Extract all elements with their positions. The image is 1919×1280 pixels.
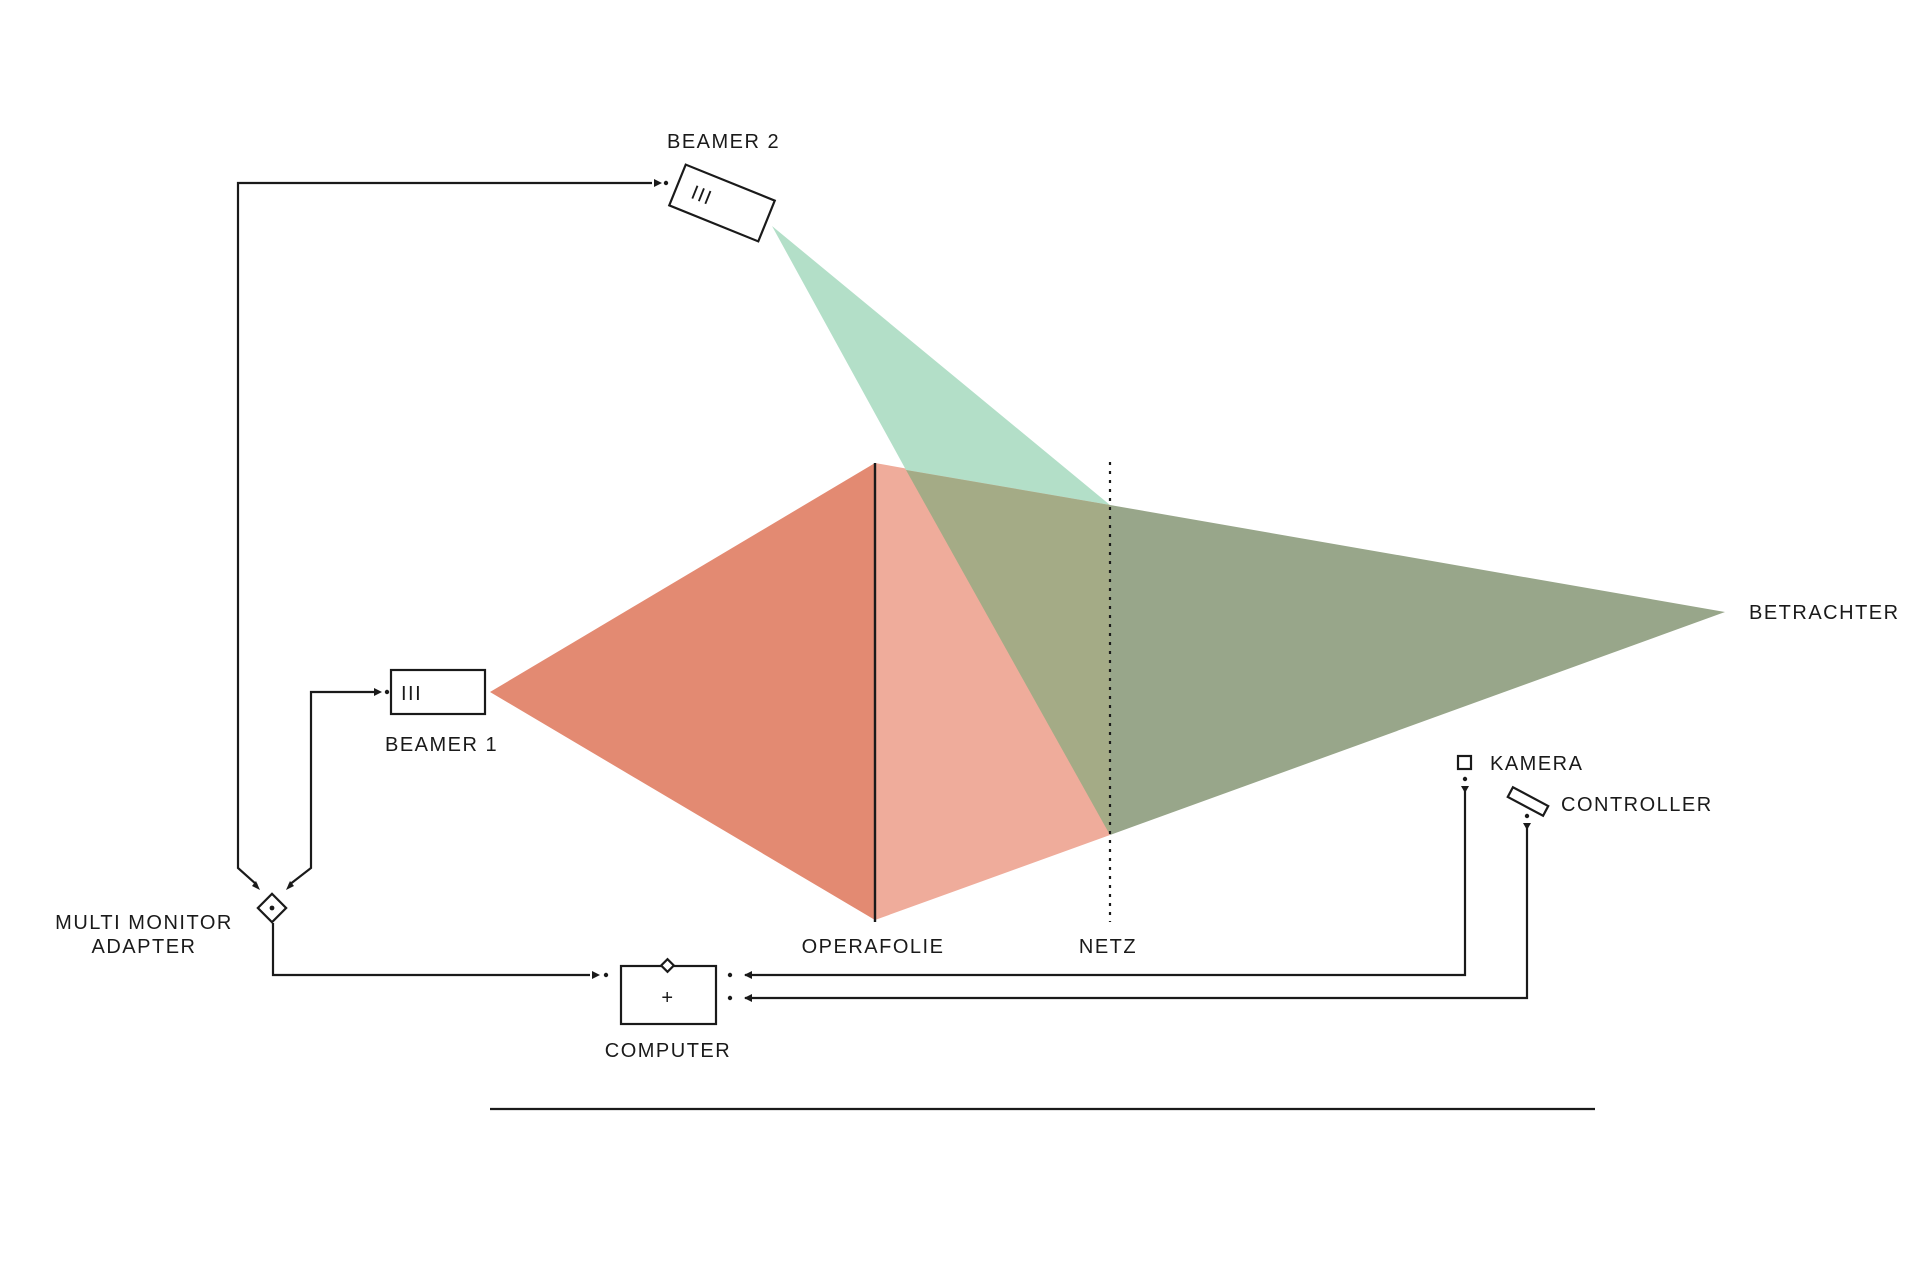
computer-plus-icon: + <box>661 987 674 1009</box>
computer-device: + <box>619 957 718 1026</box>
connector-dot <box>727 972 733 978</box>
wire-kamera-to-computer <box>745 790 1467 977</box>
beamer-2-device: III <box>667 163 777 243</box>
arrow-into-adapter-left <box>252 881 260 890</box>
beamer-2-projection-cone <box>772 226 1110 505</box>
beamer-1-projection-cone <box>490 463 875 920</box>
connector-dot <box>384 689 390 695</box>
kamera-icon <box>1456 754 1473 771</box>
arrow-into-computer-right-1 <box>744 971 752 979</box>
controller-label: CONTROLLER <box>1561 794 1713 816</box>
operafolie-label: OPERAFOLIE <box>802 936 945 958</box>
connector-dot <box>663 180 669 186</box>
netz-label: NETZ <box>1079 936 1137 958</box>
arrow-from-kamera <box>1461 786 1469 793</box>
connector-dot <box>603 972 609 978</box>
multi-monitor-adapter-label-line1: MULTI MONITOR <box>55 912 233 934</box>
beamer-2-label: BEAMER 2 <box>667 131 780 153</box>
betrachter-label: BETRACHTER <box>1749 602 1900 624</box>
beamer-1-label: BEAMER 1 <box>385 734 498 756</box>
connector-dot <box>727 995 733 1001</box>
beamer-1-lens-icon: III <box>401 683 422 705</box>
connector-dot <box>1462 776 1468 782</box>
wire-controller-to-computer <box>745 825 1529 1000</box>
arrow-into-computer-left <box>592 971 600 979</box>
kamera-label: KAMERA <box>1490 753 1583 775</box>
betrachter-view-cone <box>1110 505 1725 835</box>
multi-monitor-adapter-label-line2: ADAPTER <box>92 936 197 958</box>
wire-adapter-to-computer <box>271 923 590 977</box>
controller-icon <box>1506 785 1550 818</box>
arrow-into-beamer-1 <box>374 688 382 696</box>
arrow-into-adapter-right <box>286 881 294 890</box>
wiring <box>236 179 1531 1002</box>
light-cones <box>490 226 1725 920</box>
arrow-from-controller <box>1523 823 1531 830</box>
wire-adapter-to-beamer-1 <box>288 690 376 886</box>
overlap-zone <box>906 470 1110 835</box>
computer-label: COMPUTER <box>605 1040 731 1062</box>
beamer-1-device: III <box>389 668 487 716</box>
arrow-into-beamer-2 <box>654 179 662 187</box>
arrow-into-computer-right-2 <box>744 994 752 1002</box>
multi-monitor-adapter <box>256 892 288 924</box>
connector-dot <box>1524 813 1530 819</box>
wire-adapter-to-beamer-2 <box>236 181 652 886</box>
